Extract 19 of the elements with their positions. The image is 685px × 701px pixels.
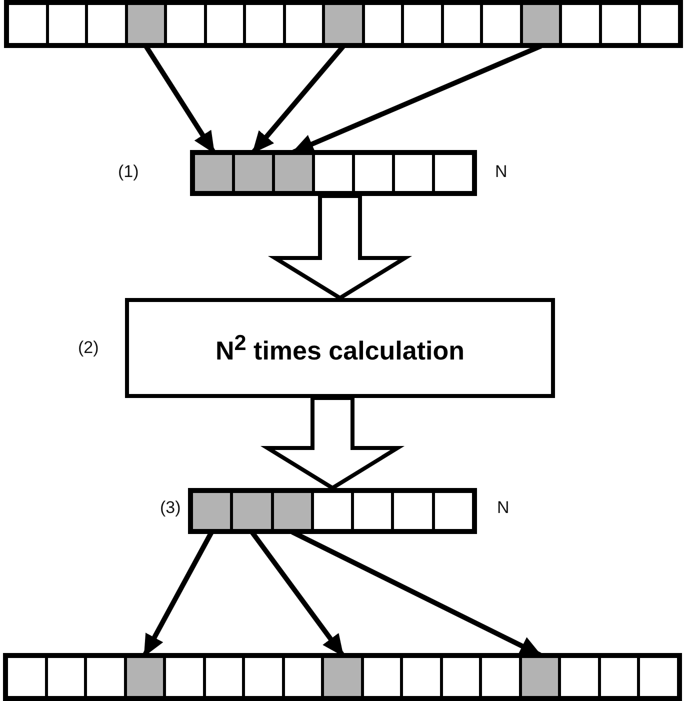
step-label: N: [497, 498, 510, 518]
highlighted-cell: [232, 152, 275, 194]
step-label: (3): [160, 498, 181, 518]
cell-array: [190, 150, 477, 196]
highlighted-cell: [321, 655, 364, 699]
highlighted-cell: [322, 2, 365, 46]
cell-array: [188, 488, 477, 534]
cell-array: [3, 653, 682, 701]
highlighted-cell: [272, 152, 315, 194]
step-label: (1): [118, 162, 139, 182]
step-label: (2): [78, 338, 99, 358]
box-label: N$^{2}$ times calculation: [215, 330, 464, 366]
process-box: [125, 298, 555, 398]
block-arrow: [260, 396, 405, 490]
step-label: N: [495, 162, 508, 182]
cell-array: [4, 0, 683, 48]
highlighted-cell: [230, 490, 274, 532]
block-arrow: [268, 194, 412, 300]
highlighted-cell: [192, 152, 235, 194]
